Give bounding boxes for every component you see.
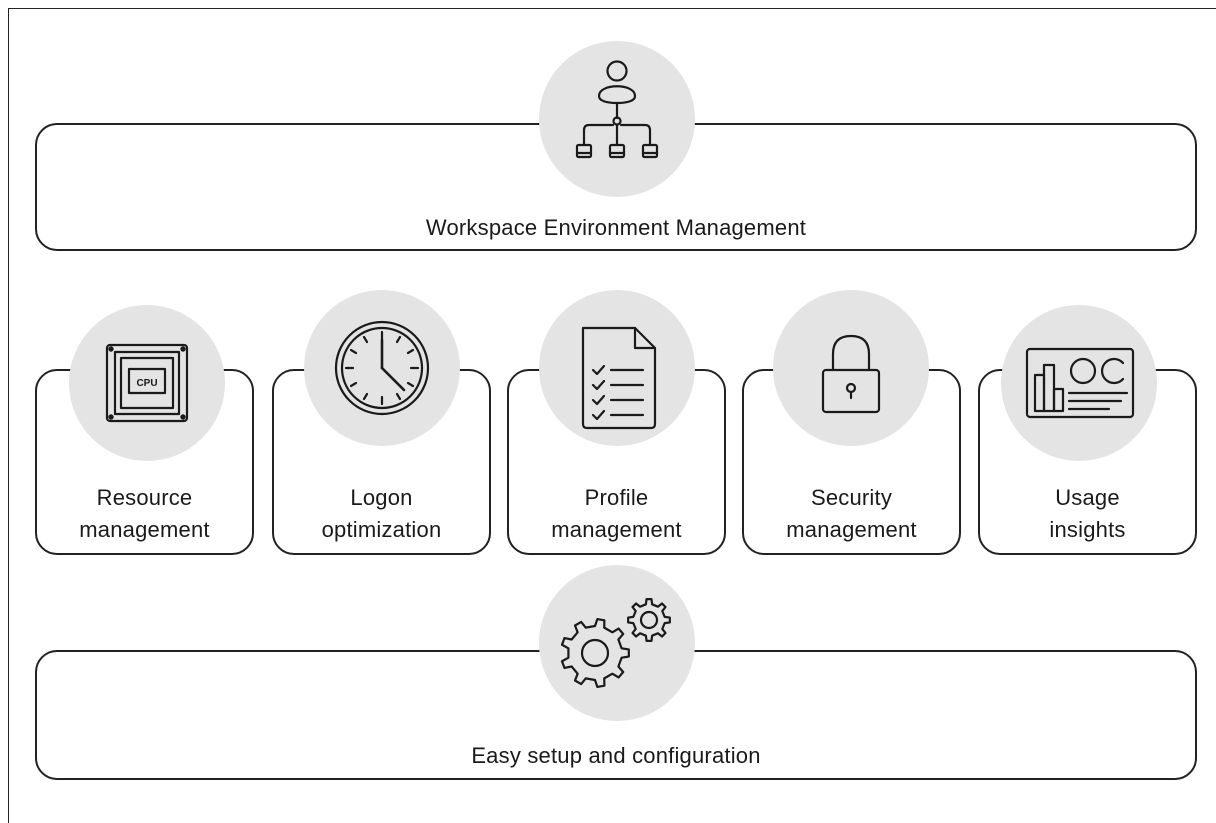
gears-icon (539, 565, 695, 721)
analytics-dashboard-icon (1001, 305, 1157, 461)
checklist-document-icon (539, 290, 695, 446)
diagram-frame (8, 8, 1216, 823)
wem-label: Workspace Environment Management (425, 215, 807, 240)
cpu-chip-icon: CPU (69, 305, 225, 461)
setup-label: Easy setup and configuration (471, 743, 761, 768)
padlock-icon (773, 290, 929, 446)
cpu-text: CPU (136, 378, 157, 389)
organization-hierarchy-icon (539, 41, 695, 197)
large-gear-icon (560, 617, 630, 689)
clock-icon (304, 290, 460, 446)
small-gear-icon (627, 598, 671, 642)
